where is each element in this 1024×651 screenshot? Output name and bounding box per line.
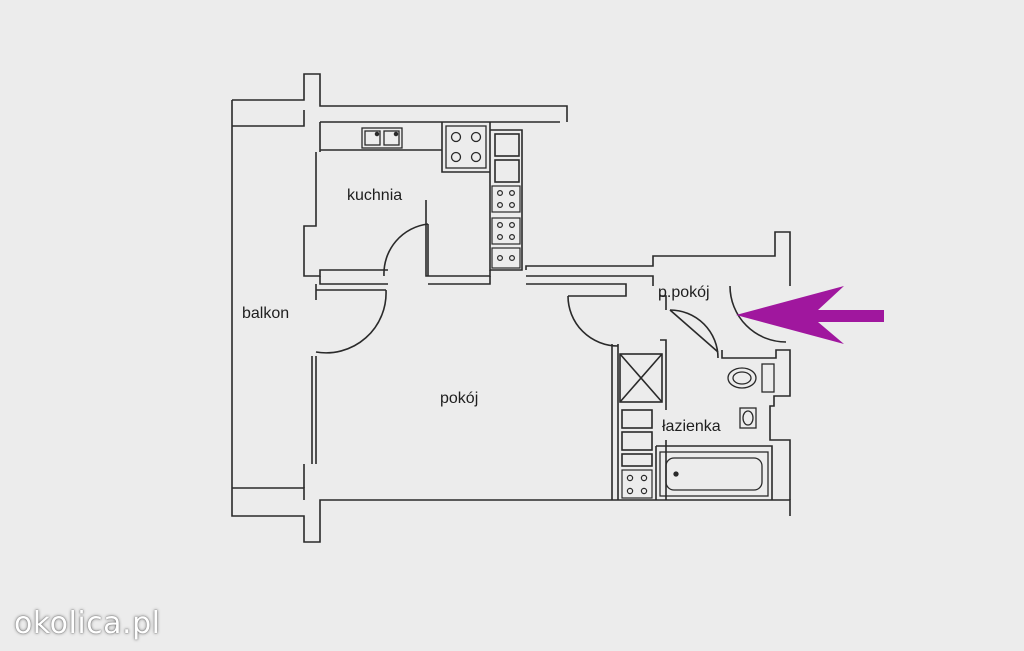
bathroom-door-leaf [669, 309, 719, 353]
stove-icon [621, 469, 653, 499]
kitchen-label: kuchnia [347, 187, 402, 204]
sink-icon [361, 127, 403, 149]
kitchen-walls [303, 121, 791, 286]
toilet-icon [727, 363, 775, 393]
balcony-wall [303, 284, 317, 488]
arrow-left-icon [736, 286, 884, 344]
appliance-box [621, 431, 653, 451]
hallway-label: p.pokój [658, 284, 710, 301]
watermark-logo: okolica.pl [14, 606, 161, 641]
oven-box [494, 159, 520, 183]
appliance-box [621, 409, 653, 429]
ventilation-shaft-cross [619, 353, 663, 403]
entrance-door-arc [729, 285, 787, 343]
bathroom-door-arc [669, 309, 719, 359]
balcony-door-arc [315, 289, 387, 354]
oven-box [494, 133, 520, 157]
stove-icon [445, 125, 487, 169]
hall-door-arc [567, 295, 619, 347]
kitchen-door-arc [383, 223, 429, 277]
cabinet-column [491, 185, 521, 269]
living-room-label: pokój [440, 390, 478, 407]
balcony-label: balkon [242, 305, 289, 322]
kitchen-counter [320, 122, 523, 271]
balcony-outline [231, 73, 791, 543]
bathroom-label: łazienka [662, 418, 721, 435]
living-room-walls [319, 276, 667, 500]
ventilation-shaft [619, 353, 663, 403]
washbasin-icon [739, 407, 757, 429]
bathtub-icon [659, 451, 769, 497]
appliance-box [621, 453, 653, 467]
